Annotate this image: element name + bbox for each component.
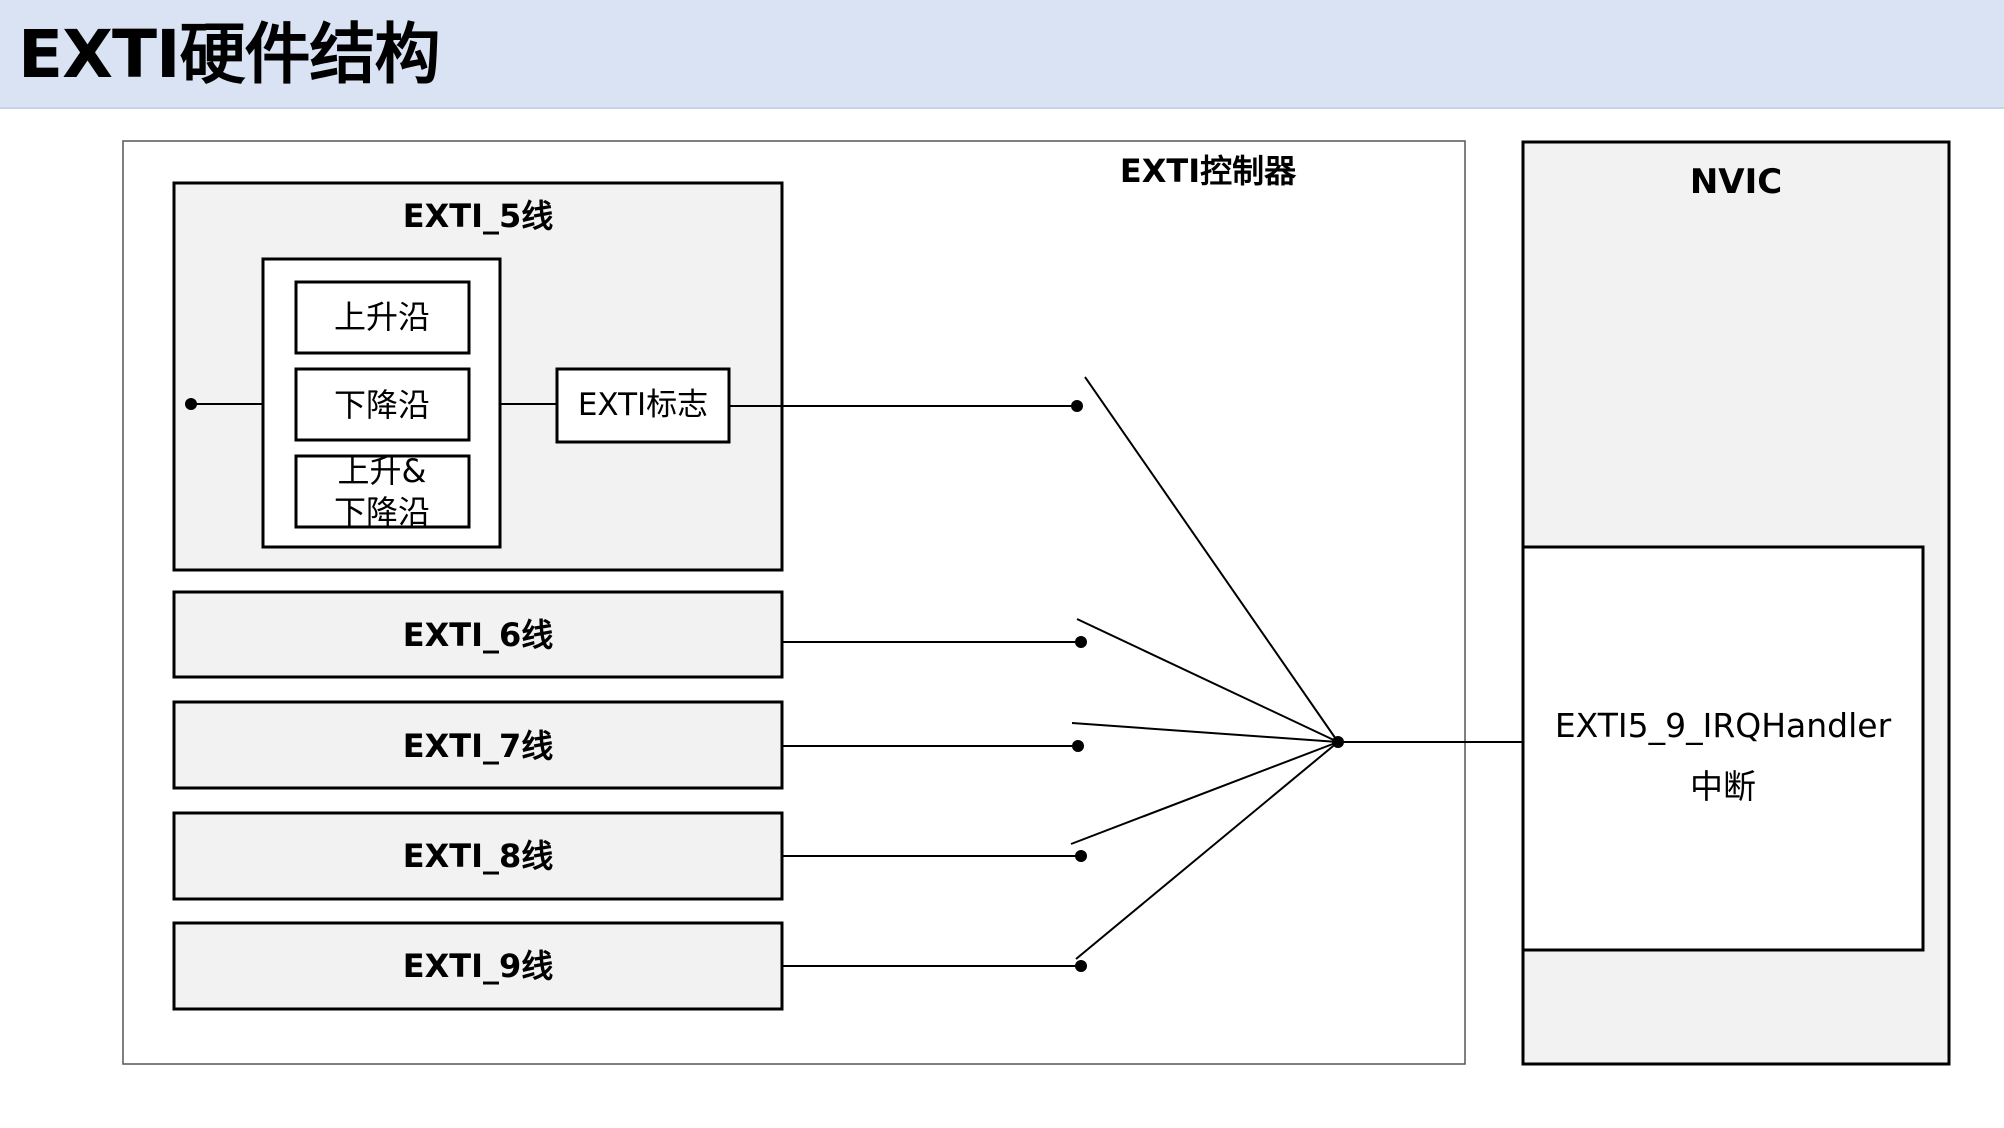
exti6-switch-arm: [1076, 618, 1339, 743]
title-bar: EXTI硬件结构: [0, 0, 2004, 109]
exti6-box: [172, 590, 784, 679]
nvic-label: NVIC: [1690, 162, 1782, 202]
both-edge-box: [294, 454, 471, 529]
exti9-switch-arm: [1075, 741, 1339, 960]
exti8-switch-arm: [1070, 741, 1339, 845]
exti9-switch-dot: [1075, 960, 1087, 972]
exti6-switch-dot: [1075, 636, 1087, 648]
falling-edge-label: 下降沿: [334, 386, 430, 424]
irq-handler-box: [1521, 545, 1925, 952]
exti5-switch-arm: [1084, 376, 1339, 743]
exti8-switch-dot: [1075, 850, 1087, 862]
exti5-label: EXTI_5线: [403, 197, 554, 235]
exti9-label: EXTI_9线: [403, 947, 554, 985]
both-edge-label-line2: 下降沿: [334, 493, 430, 531]
exti8-box: [172, 811, 784, 901]
input-node-dot: [185, 398, 197, 410]
falling-edge-box: [294, 367, 471, 442]
page-title: EXTI硬件结构: [18, 16, 441, 93]
exti7-switch-dot: [1072, 740, 1084, 752]
irq-handler-label-line1: EXTI5_9_IRQHandler: [1555, 706, 1892, 745]
exti8-label: EXTI_8线: [403, 837, 554, 875]
exti7-label: EXTI_7线: [403, 727, 554, 765]
exti5-switch-dot: [1071, 400, 1083, 412]
rising-edge-label: 上升沿: [334, 298, 430, 336]
both-edge-label-line1: 上升&: [338, 452, 427, 490]
exti-flag-label: EXTI标志: [578, 387, 708, 423]
rising-edge-box: [294, 280, 471, 355]
exti6-label: EXTI_6线: [403, 616, 554, 654]
irq-handler-label-line2: 中断: [1690, 767, 1756, 806]
exti7-switch-arm: [1071, 722, 1339, 743]
exti-controller-label: EXTI控制器: [1120, 152, 1297, 190]
